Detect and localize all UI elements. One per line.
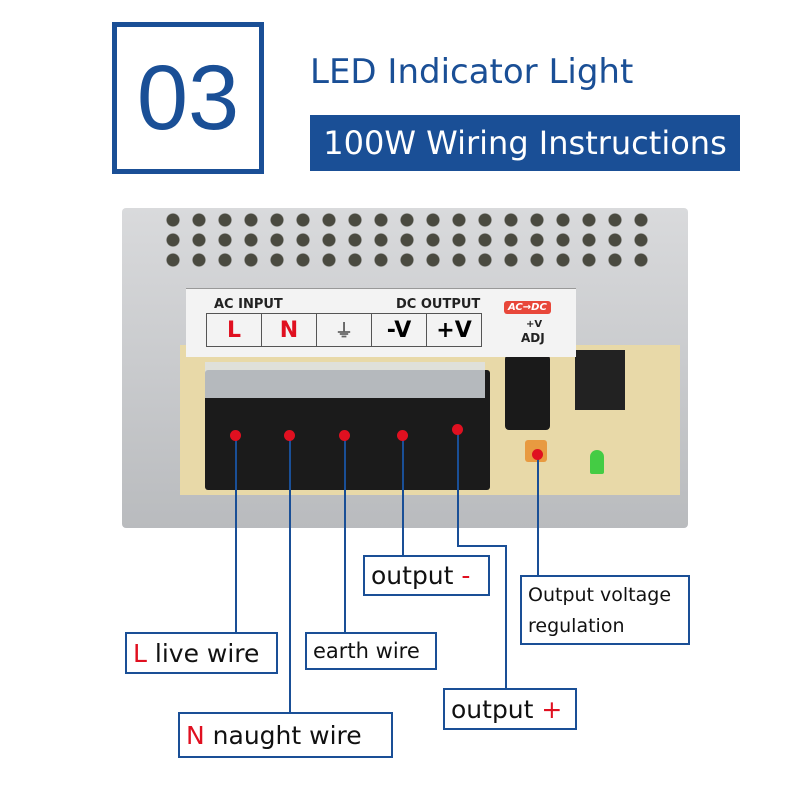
wire-output-plus-a xyxy=(457,430,459,547)
live-letter: L xyxy=(133,638,147,668)
wire-l xyxy=(235,436,237,634)
step-number-box: 03 xyxy=(112,22,264,174)
ac-input-label: AC INPUT xyxy=(214,297,283,312)
page-title: LED Indicator Light xyxy=(310,52,634,92)
callout-live-wire: L live wire xyxy=(125,632,278,674)
terminal-l-label: L xyxy=(206,313,262,347)
vent-holes xyxy=(160,210,660,272)
live-text: live wire xyxy=(146,638,260,668)
regulation-line1: Output voltage xyxy=(528,584,672,606)
naught-letter: N xyxy=(186,720,205,750)
wire-regulation xyxy=(537,455,539,577)
minus-sign: - xyxy=(461,561,471,590)
callout-voltage-regulation: Output voltage regulation xyxy=(520,575,690,645)
callout-output-minus: output - xyxy=(363,555,490,596)
terminal-l-dot xyxy=(230,430,241,441)
terminal-label: AC INPUT DC OUTPUT AC→DC L N ⏚ -V +V +V … xyxy=(186,288,576,357)
adjust-dot xyxy=(532,449,543,460)
wire-output-plus-c xyxy=(505,545,507,690)
earth-text: earth wire xyxy=(313,639,420,663)
naught-text: naught wire xyxy=(204,720,362,750)
terminal-minus-v-label: -V xyxy=(371,313,427,347)
terminal-cover xyxy=(205,362,485,398)
adj-top-label: +V xyxy=(526,319,543,330)
callout-earth-wire: earth wire xyxy=(305,632,437,670)
green-led xyxy=(590,450,604,474)
terminal-plus-v-label: +V xyxy=(426,313,482,347)
transistor xyxy=(575,350,625,410)
dc-output-label: DC OUTPUT xyxy=(396,297,481,312)
callout-output-plus: output + xyxy=(443,688,577,730)
ac-dc-badge: AC→DC xyxy=(504,301,551,314)
capacitor xyxy=(505,355,550,430)
plus-sign: + xyxy=(541,694,563,724)
terminal-plus-dot xyxy=(452,424,463,435)
wire-output-minus xyxy=(402,436,404,557)
output-minus-text: output xyxy=(371,561,462,590)
regulation-line2: regulation xyxy=(528,615,625,637)
output-plus-text: output xyxy=(451,694,542,724)
adj-label: ADJ xyxy=(521,331,545,345)
subtitle-banner: 100W Wiring Instructions xyxy=(310,115,740,171)
callout-naught-wire: N naught wire xyxy=(178,712,393,758)
wire-output-plus-b xyxy=(457,545,507,547)
ground-icon: ⏚ xyxy=(316,313,372,347)
terminal-earth-dot xyxy=(339,430,350,441)
wire-earth xyxy=(344,436,346,634)
terminal-minus-dot xyxy=(397,430,408,441)
wire-n xyxy=(289,436,291,714)
terminal-n-dot xyxy=(284,430,295,441)
terminal-n-label: N xyxy=(261,313,317,347)
